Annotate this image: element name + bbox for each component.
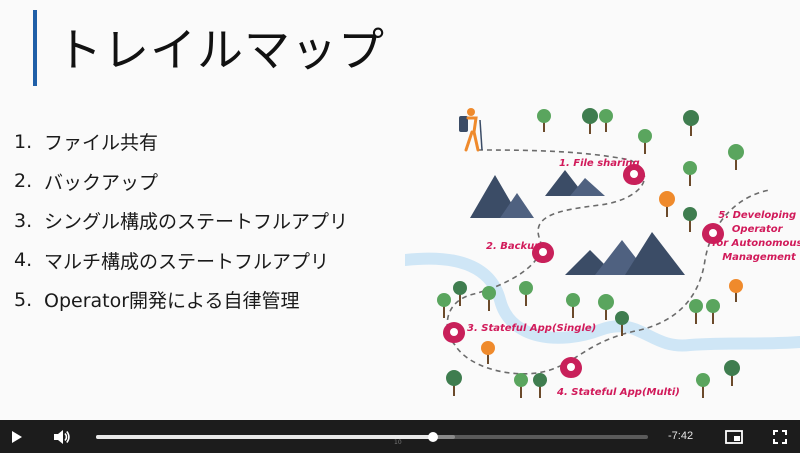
river (405, 252, 800, 352)
tree-icon (582, 108, 598, 134)
slide-title: トレイルマップ (56, 23, 385, 77)
list-item-number: 3. (14, 209, 33, 232)
list-item-text: バックアップ (44, 171, 159, 194)
list-item: 5. Operator開発による自律管理 (14, 280, 348, 320)
tree-icon (689, 299, 703, 324)
tree-icon (453, 281, 467, 306)
title-accent-bar (33, 10, 37, 86)
map-label-stateful-single: 3. Stateful App(Single) (467, 323, 596, 334)
list-item: 4. マルチ構成のステートフルアプリ (14, 241, 348, 281)
tree-icon (566, 293, 580, 318)
tree-icon (437, 293, 451, 318)
tree-icon (659, 191, 675, 217)
picture-in-picture-icon (725, 429, 743, 444)
list-item-text: シングル構成のステートフルアプリ (44, 211, 349, 234)
tree-icon (683, 161, 697, 186)
map-label-file-sharing: 1. File sharing (559, 158, 640, 169)
hiker-icon (459, 108, 483, 152)
tree-icon (696, 373, 710, 398)
map-pin-icon (702, 223, 724, 244)
video-player-controls: 10 -7:42 (0, 420, 800, 453)
volume-button[interactable] (48, 420, 76, 453)
map-label-line: Operator (732, 224, 784, 235)
list-item-number: 1. (14, 130, 33, 153)
progress-thumb[interactable] (427, 432, 438, 442)
play-icon (12, 430, 22, 443)
list-item-number: 4. (14, 249, 33, 272)
tree-icon (537, 109, 551, 132)
mountain-icon (500, 193, 534, 218)
mountains (470, 170, 685, 275)
slide: トレイルマップ 1. ファイル共有 2. バックアップ 3. シングル構成のステ… (14, 10, 800, 398)
progress-bar[interactable]: 10 (96, 432, 648, 446)
fullscreen-button[interactable] (768, 420, 792, 453)
list-item-text: マルチ構成のステートフルアプリ (44, 250, 330, 273)
fullscreen-icon (773, 429, 787, 444)
play-button[interactable] (4, 420, 30, 453)
list-item-text: ファイル共有 (44, 132, 159, 155)
map-label-line: for Autonomous (712, 238, 800, 249)
mountain-icon (570, 178, 605, 196)
list-item: 2. バックアップ (14, 162, 348, 202)
map-label-backup: 2. Backup (486, 241, 541, 252)
tree-icon (446, 370, 462, 396)
map-pin-icon (623, 164, 645, 185)
tree-icon (481, 341, 495, 364)
tree-icon (724, 360, 740, 386)
tree-icon (519, 281, 533, 306)
map-pin-icon (532, 242, 554, 263)
map-label-developing: 5. Developing Operator for Autonomous Ma… (712, 210, 800, 263)
map-label-line: 5. Developing (718, 210, 796, 221)
tree-icon (598, 294, 614, 320)
map-pin-icon (560, 357, 582, 378)
tree-icon (706, 299, 720, 324)
map-pin-icon (443, 322, 465, 343)
tree-icon (729, 279, 743, 302)
tree-icon (514, 373, 528, 398)
map-label-stateful-multi: 4. Stateful App(Multi) (556, 387, 680, 398)
picture-in-picture-button[interactable] (722, 420, 746, 453)
mountain-icon (625, 232, 685, 275)
trail-map-illustration: 1. File sharing 2. Backup 3. Stateful Ap… (405, 108, 800, 398)
list-item: 1. ファイル共有 (14, 122, 348, 162)
tree-icon (599, 109, 613, 132)
progress-tick-label: 10 (394, 439, 402, 446)
progress-fill (96, 435, 433, 439)
trees (437, 108, 744, 398)
tree-icon (728, 144, 744, 170)
tree-icon (615, 311, 629, 336)
tree-icon (683, 110, 699, 136)
tree-icon (683, 207, 697, 232)
map-pins (443, 164, 724, 378)
mountain-icon (545, 170, 585, 196)
list-item-number: 2. (14, 170, 33, 193)
volume-icon (54, 429, 70, 444)
map-label-line: Management (722, 252, 797, 263)
list-item: 3. シングル構成のステートフルアプリ (14, 201, 348, 241)
list-item-text: Operator開発による自律管理 (44, 290, 300, 313)
tree-icon (482, 286, 496, 311)
tree-icon (638, 129, 652, 154)
time-remaining: -7:42 (668, 430, 694, 442)
list-item-number: 5. (14, 288, 33, 311)
trail-list: 1. ファイル共有 2. バックアップ 3. シングル構成のステートフルアプリ … (14, 122, 348, 320)
tree-icon (533, 373, 547, 398)
